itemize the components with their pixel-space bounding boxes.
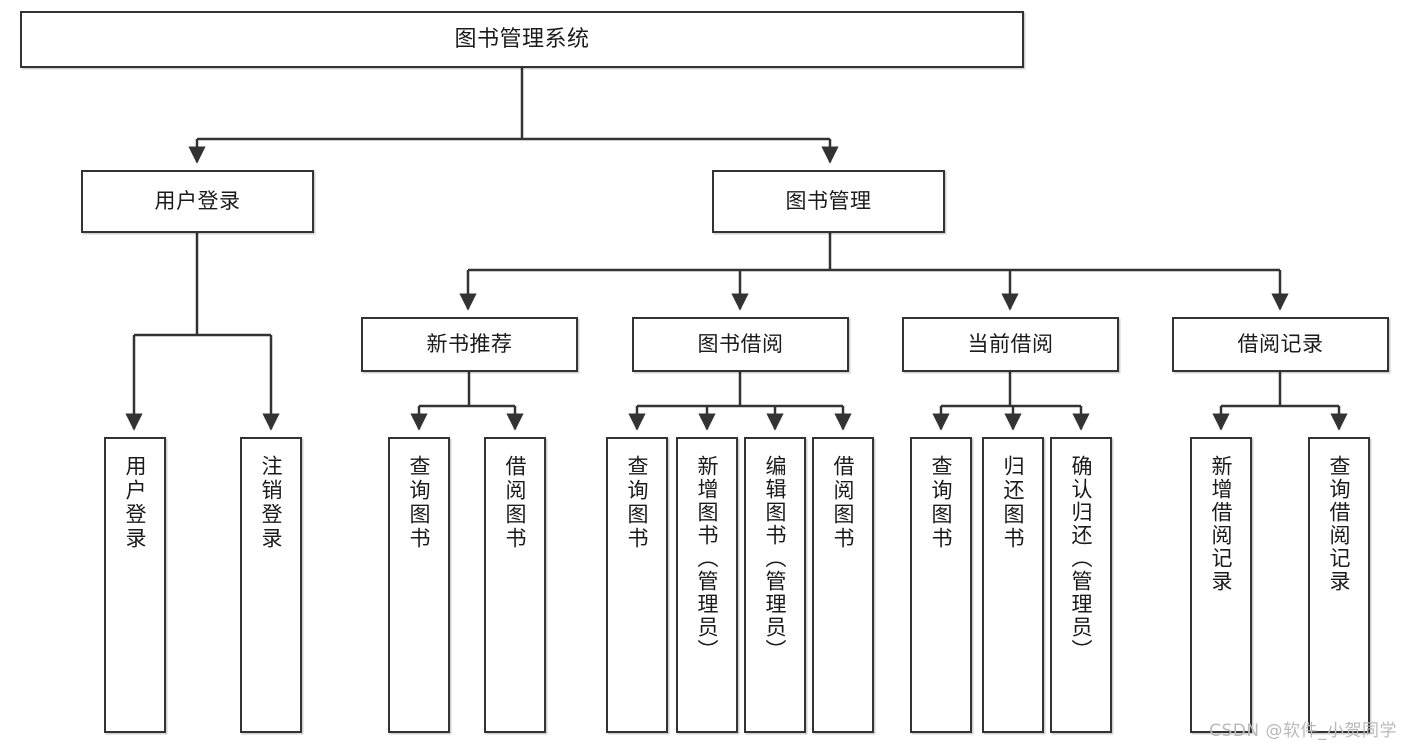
node-leaf-edit-book-label: 编辑图书（管理员） [763, 455, 788, 662]
node-user-login-label: 用户登录 [154, 189, 241, 214]
node-book-borrow[interactable]: 图书借阅 [632, 317, 849, 372]
node-leaf-borrow-book-1-label: 借阅图书 [503, 455, 528, 551]
watermark: CSDN @软件_小贺同学 [1209, 721, 1397, 741]
node-leaf-return-book-label: 归还图书 [1001, 455, 1026, 551]
node-leaf-query-book-1[interactable]: 查询图书 [388, 437, 450, 733]
node-root-label: 图书管理系统 [454, 26, 590, 52]
node-leaf-query-book-2-label: 查询图书 [625, 455, 650, 551]
node-leaf-confirm-return-label: 确认归还（管理员） [1069, 455, 1094, 662]
node-leaf-user-logout-label: 注销登录 [259, 455, 284, 551]
node-user-login[interactable]: 用户登录 [81, 170, 314, 233]
node-leaf-user-login[interactable]: 用户登录 [104, 437, 166, 733]
node-leaf-add-record-label: 新增借阅记录 [1209, 455, 1234, 593]
node-leaf-query-book-3-label: 查询图书 [929, 455, 954, 551]
node-leaf-confirm-return[interactable]: 确认归还（管理员） [1050, 437, 1112, 733]
node-leaf-user-logout[interactable]: 注销登录 [240, 437, 302, 733]
node-borrow-record-label: 借阅记录 [1237, 332, 1324, 357]
node-leaf-query-record-label: 查询借阅记录 [1327, 455, 1352, 593]
node-root[interactable]: 图书管理系统 [20, 11, 1024, 68]
node-new-book-recommend[interactable]: 新书推荐 [361, 317, 578, 372]
node-leaf-query-record[interactable]: 查询借阅记录 [1308, 437, 1370, 733]
node-leaf-query-book-2[interactable]: 查询图书 [606, 437, 668, 733]
node-leaf-add-book[interactable]: 新增图书（管理员） [676, 437, 738, 733]
node-current-borrow[interactable]: 当前借阅 [902, 317, 1119, 372]
node-borrow-record[interactable]: 借阅记录 [1172, 317, 1389, 372]
node-leaf-user-login-label: 用户登录 [123, 455, 148, 551]
node-leaf-add-record[interactable]: 新增借阅记录 [1190, 437, 1252, 733]
node-book-manage-label: 图书管理 [785, 189, 872, 214]
node-new-book-recommend-label: 新书推荐 [426, 332, 513, 357]
node-leaf-borrow-book-2[interactable]: 借阅图书 [812, 437, 874, 733]
node-leaf-add-book-label: 新增图书（管理员） [695, 455, 720, 662]
node-book-manage[interactable]: 图书管理 [712, 170, 945, 233]
node-current-borrow-label: 当前借阅 [967, 332, 1054, 357]
node-leaf-borrow-book-2-label: 借阅图书 [831, 455, 856, 551]
node-leaf-borrow-book-1[interactable]: 借阅图书 [484, 437, 546, 733]
node-leaf-query-book-3[interactable]: 查询图书 [910, 437, 972, 733]
node-leaf-edit-book[interactable]: 编辑图书（管理员） [744, 437, 806, 733]
node-leaf-query-book-1-label: 查询图书 [407, 455, 432, 551]
node-book-borrow-label: 图书借阅 [697, 332, 784, 357]
node-leaf-return-book[interactable]: 归还图书 [982, 437, 1044, 733]
